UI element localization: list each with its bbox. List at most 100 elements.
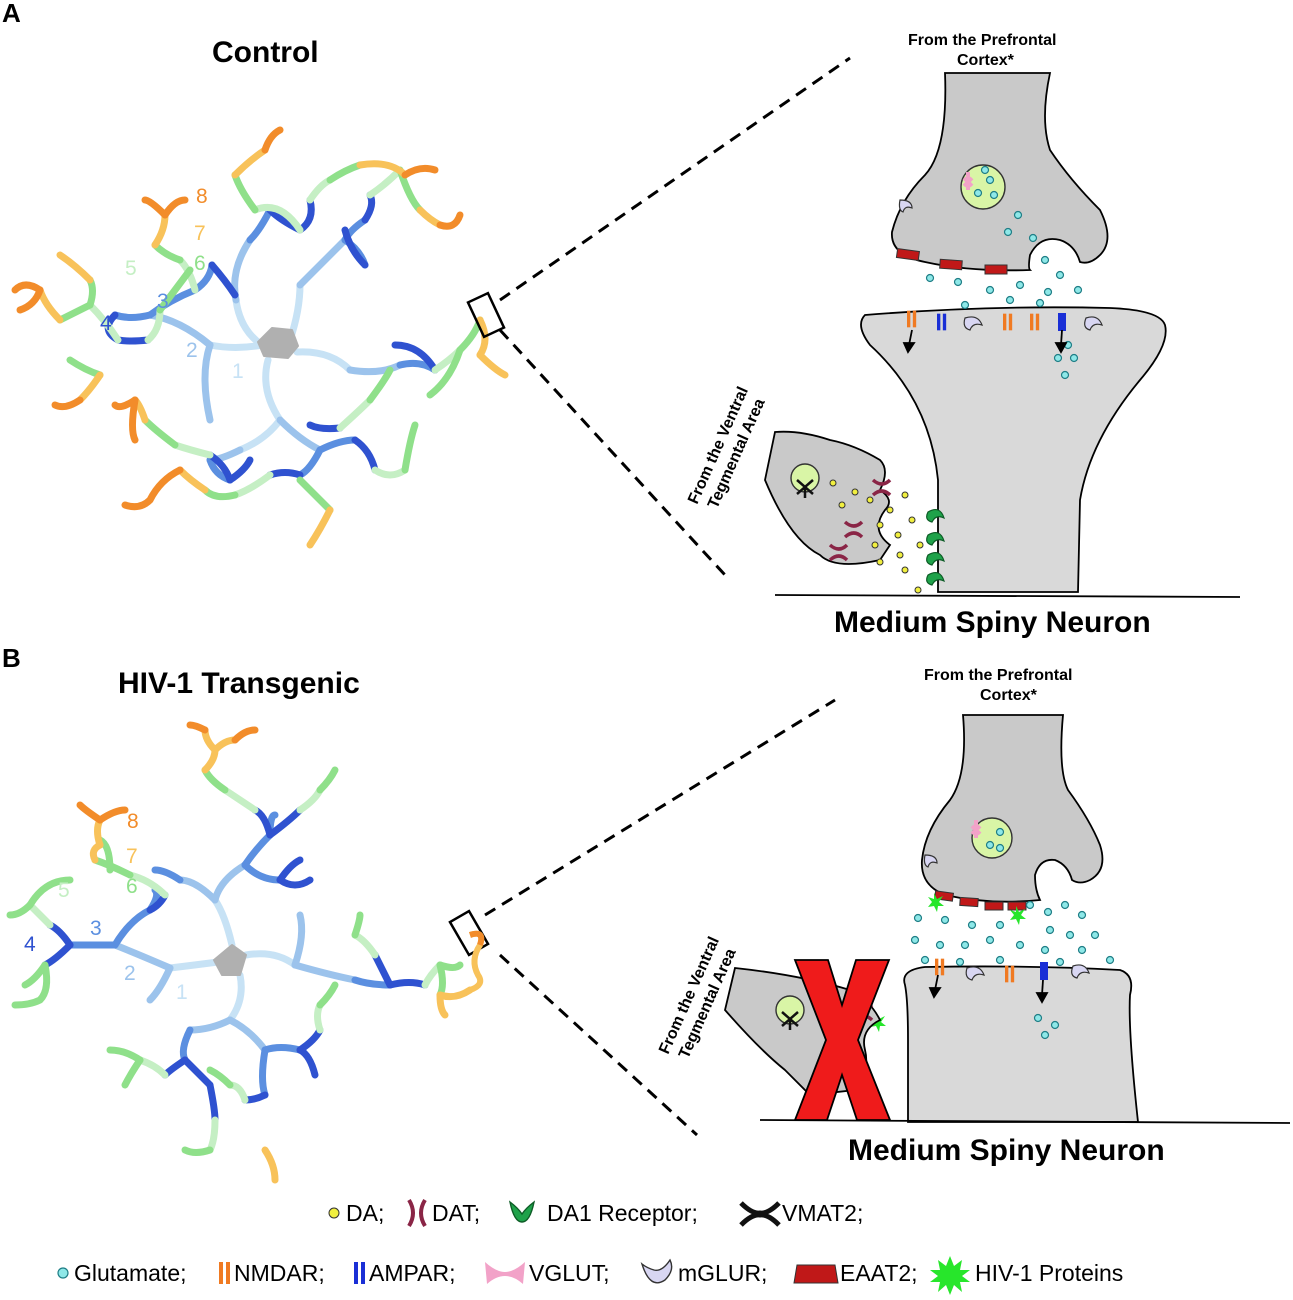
zoom-box-a [466,291,506,339]
vesicle-glutamate-a [973,165,999,200]
neuron-tree-hiv [6,721,474,1184]
vesicle-glutamate-b [985,827,1005,853]
cleft-glutamate-a [925,210,1083,380]
zoom-dendrite-b-tip [469,930,485,946]
panel-a-title: Control [212,36,319,69]
legend-label-dat: DAT; [432,1200,480,1226]
order-label-5: 5 [58,879,70,902]
zoom-line-top-a [499,56,851,302]
legend-label-nmdar: NMDAR; [234,1260,325,1286]
mglur-icon [963,316,983,331]
zoom-line-bottom-b [498,953,699,1137]
zoom-box-b [448,909,490,957]
order-label-6: 6 [194,252,206,275]
panel-a: A Control [2,0,1241,639]
da1-receptor-icon [508,1200,536,1223]
vglut-icon [970,820,982,838]
dopamine-dot-icon [328,1207,340,1219]
prefrontal-label-a-line1: From the Prefrontal [908,32,1056,49]
vmat2-icon [781,1011,799,1030]
legend-label-da1: DA1 Receptor; [547,1200,698,1226]
ampar-icon [1058,313,1066,331]
order-label-3: 3 [90,917,102,940]
order-label-7: 7 [194,222,206,245]
dendrite-order-7 [36,146,509,549]
eaat2-icon [793,1264,839,1284]
panel-b-letter: B [2,643,21,673]
legend-label-da: DA; [346,1200,384,1226]
zoom-line-top-b [484,698,836,917]
order-label-8: 8 [196,185,208,208]
baseline-a [774,594,1241,598]
legend-label-glutamate: Glutamate; [74,1260,187,1286]
ampar-icon [1040,962,1048,980]
red-cross-icon [793,959,892,1121]
order-label-7: 7 [126,845,138,868]
dendrite-order-2 [146,236,404,464]
panel-a-letter: A [2,0,21,28]
legend-label-mglur: mGLUR; [678,1260,767,1286]
legend-label-hiv1: HIV-1 Proteins [975,1260,1123,1286]
dat-transporter-icon [407,1198,427,1228]
mglur-icon [640,1258,673,1284]
panel-b: B HIV-1 Transgenic [2,643,1291,1184]
dendrite-order-8 [11,126,464,511]
prefrontal-terminal-b [921,714,1104,903]
medium-spiny-neuron-b [903,965,1140,1123]
order-label-4: 4 [100,312,112,335]
mglur-icon [923,854,938,868]
vglut-icon [962,172,974,190]
hiv1-protein-icon [930,1256,970,1295]
mglur-icon [1084,316,1103,331]
order-label-1: 1 [176,981,188,1004]
msn-label-a: Medium Spiny Neuron [834,606,1151,639]
influx-arrows-a [902,329,1068,354]
prefrontal-terminal-a [891,72,1109,272]
branch-order-labels-b: 1 2 3 4 5 6 7 8 [24,810,188,1004]
vmat2-icon [739,1201,781,1227]
vta-terminal-a [764,430,892,565]
vta-label-a: From the Ventral Tegmental Area [685,384,769,511]
glutamate-dot-icon [57,1267,69,1279]
dendrite-order-8 [76,721,259,824]
legend: DA; DAT; DA1 Receptor; VMAT2; Glutamate;… [57,1198,1123,1295]
soma [213,944,247,976]
prefrontal-label-a-line2: Cortex* [957,52,1015,69]
order-label-5: 5 [125,257,137,280]
influx-arrows-b [928,974,1049,1004]
order-label-2: 2 [186,339,198,362]
order-label-6: 6 [126,875,138,898]
synapse-diagram-b: From the Prefrontal Cortex* From the Ven… [656,667,1291,1167]
dendrite-order-4 [41,806,429,1124]
prefrontal-label-b-line1: From the Prefrontal [924,667,1072,684]
panel-b-title: HIV-1 Transgenic [118,667,360,700]
synapse-diagram-a: From the Prefrontal Cortex* From the Ven… [685,32,1241,639]
legend-label-eaat2: EAAT2; [840,1260,918,1286]
baseline-b [759,1119,1291,1124]
order-label-4: 4 [24,933,36,956]
dat-row-a [828,478,892,562]
msn-label-b: Medium Spiny Neuron [848,1134,1165,1167]
neuron-tree-control [11,126,509,549]
order-label-8: 8 [127,810,139,833]
legend-label-vglut: VGLUT; [529,1260,610,1286]
ampar-icon [354,1262,365,1284]
vglut-icon [485,1262,525,1284]
cleft-glutamate-b [910,900,1115,1040]
da1-receptors-a [926,508,945,586]
legend-label-ampar: AMPAR; [369,1260,455,1286]
legend-label-vmat2: VMAT2; [782,1200,863,1226]
branch-order-labels-a: 1 2 3 4 5 6 7 8 [100,185,244,383]
nmdar-icon [219,1262,230,1284]
mglur-icon [1071,964,1090,979]
prefrontal-label-b-line2: Cortex* [980,687,1038,704]
dendrite-order-7 [89,726,474,1184]
dopamine-dots-a [829,479,924,594]
vmat2-icon [796,479,814,498]
zoom-line-bottom-a [498,328,727,577]
soma [257,327,299,359]
order-label-3: 3 [157,290,169,313]
dendrite-order-6 [6,766,464,1156]
mglur-icon [898,199,913,213]
